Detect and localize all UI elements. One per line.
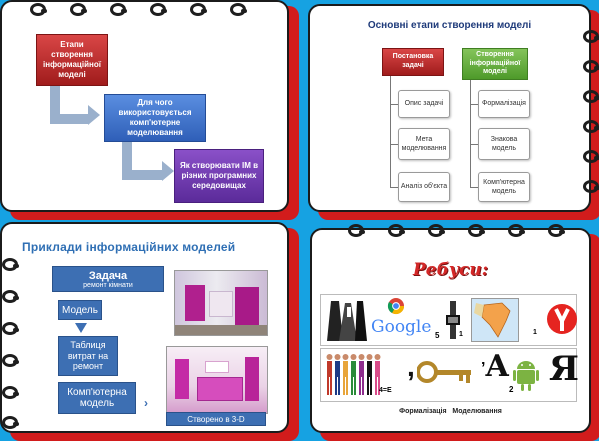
right-arrow-icon: › xyxy=(144,396,148,410)
right-tick-1 xyxy=(470,104,478,105)
android-icon xyxy=(513,361,539,391)
rebus-letter-a: А xyxy=(485,349,510,384)
right-header: Створення інформаційної моделі xyxy=(462,48,528,80)
slide-3-card: Приклади інформаційних моделей Задача ре… xyxy=(0,222,289,433)
slide-1[interactable]: Етапи створення інформаційної моделі Для… xyxy=(0,0,299,220)
slide-2-card: Основні етапи створення моделі Постановк… xyxy=(308,4,591,212)
flow-arrow-1 xyxy=(50,86,88,124)
computer-model-box: Комп'ютерна модель xyxy=(58,382,136,414)
digit-b: 1 xyxy=(533,329,537,336)
right-item-1: Формалізація xyxy=(478,90,530,118)
chrome-icon xyxy=(387,298,405,315)
stage-box-1: Етапи створення інформаційної моделі xyxy=(36,34,108,86)
google-text: Google xyxy=(371,317,432,337)
flow-arrow-2 xyxy=(122,142,162,180)
rebus-equation: 4=Е xyxy=(379,387,392,394)
room-3d-render xyxy=(166,346,268,414)
key-icon xyxy=(417,361,471,383)
slide-3-title: Приклади інформаційних моделей xyxy=(22,240,236,254)
left-connector xyxy=(390,76,391,188)
left-header: Постановка задачі xyxy=(382,48,444,76)
rebus-subscript-2: 2 xyxy=(509,385,514,394)
down-arrow-icon xyxy=(75,323,87,333)
rebus-title: Ребуси: xyxy=(412,260,489,280)
pipe-icon xyxy=(446,301,460,339)
right-connector xyxy=(470,80,471,188)
left-item-1: Опис задачі xyxy=(398,90,450,118)
room-photo xyxy=(174,270,268,336)
dress-icon xyxy=(327,301,367,341)
task-subtitle: ремонт кімнати xyxy=(83,281,133,289)
left-item-2: Мета моделювання xyxy=(398,128,450,160)
slide-4-card: Ребуси: Google 5 xyxy=(310,228,591,433)
digit-a: 1 xyxy=(459,331,463,338)
left-tick-3 xyxy=(390,187,398,188)
rebus-1: Google 5 1 1 xyxy=(320,294,577,346)
rebus-2: 4=Е , А ‚ 2 Я xyxy=(320,348,579,402)
google-word: Google xyxy=(371,317,431,337)
flow-arrow-2-head xyxy=(162,161,174,181)
yandex-browser-icon xyxy=(547,304,577,334)
slide-4[interactable]: Ребуси: Google 5 xyxy=(310,228,599,441)
stage-box-3: Як створювати ІМ в різних програмних сер… xyxy=(174,149,264,203)
rebus-quote-mark: ‚ xyxy=(481,351,486,368)
right-item-3: Комп'ютерна модель xyxy=(478,172,530,202)
flow-arrow-1-head xyxy=(88,105,100,125)
task-box: Задача ремонт кімнати xyxy=(52,266,164,292)
left-tick-2 xyxy=(390,144,398,145)
slide-1-card: Етапи створення інформаційної моделі Для… xyxy=(0,0,289,212)
caption-3d: Створено в 3-D xyxy=(166,412,266,426)
slide-3[interactable]: Приклади інформаційних моделей Задача ре… xyxy=(0,222,299,441)
rebus-letter-ya: Я xyxy=(549,349,579,389)
right-item-2: Знакова модель xyxy=(478,128,530,160)
models-group-icon xyxy=(326,354,381,395)
left-tick-1 xyxy=(390,104,398,105)
model-box: Модель xyxy=(58,300,102,320)
right-tick-2 xyxy=(470,144,478,145)
google-subscript: 5 xyxy=(435,331,440,340)
right-tick-3 xyxy=(470,187,478,188)
india-map-icon xyxy=(471,298,519,342)
stage-box-2: Для чого використовується комп'ютерне мо… xyxy=(104,94,206,142)
slide-2[interactable]: Основні етапи створення моделі Постановк… xyxy=(308,4,599,220)
table-box: Таблиця витрат на ремонт xyxy=(58,336,118,376)
slide-2-title: Основні етапи створення моделі xyxy=(367,20,532,31)
left-item-3: Аналіз об'єкта xyxy=(398,172,450,202)
rebus-comma: , xyxy=(407,351,415,382)
task-title: Задача xyxy=(88,269,128,282)
rebus-answers: Формалізація Моделювання xyxy=(399,408,502,415)
